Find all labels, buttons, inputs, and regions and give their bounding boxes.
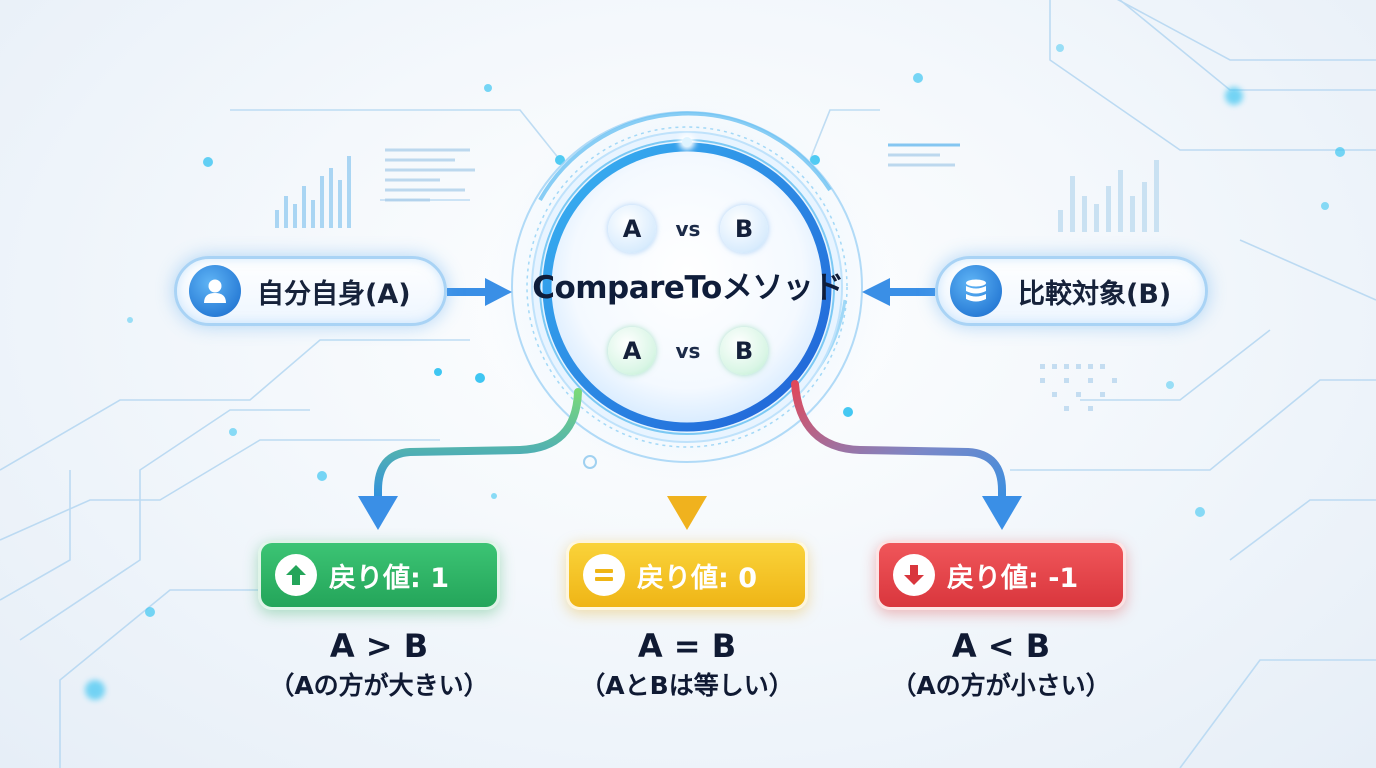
down-arrow-icon: [893, 554, 935, 596]
up-arrow-icon: [275, 554, 317, 596]
equals-icon: [583, 554, 625, 596]
vs-label: vs: [675, 217, 701, 241]
deco-dot-grid: [1040, 364, 1117, 411]
result-badge-greater: 戻り値: 1: [258, 540, 500, 610]
relation-label: A = B: [637, 627, 737, 665]
return-value-label: 戻り値: 1: [329, 562, 449, 594]
relation-label: A < B: [951, 627, 1051, 665]
hub-top-pair: A vs B: [608, 204, 768, 254]
arrow-to-equal: [667, 424, 707, 530]
operand-a-bubble: A: [608, 327, 656, 375]
result-badge-equal: 戻り値: 0: [566, 540, 808, 610]
arrow-b-to-hub: [862, 278, 935, 306]
operand-b-bubble: B: [719, 205, 768, 253]
deco-bars-right: [1058, 160, 1159, 232]
return-value-label: 戻り値: 0: [637, 562, 757, 594]
arrow-to-less: [791, 380, 1022, 530]
arrow-a-to-hub: [447, 278, 512, 306]
return-value-label: 戻り値: -1: [947, 562, 1079, 594]
result-description-less: A < B （Aの方が小さい）: [861, 624, 1141, 704]
input-b-label: 比較対象(B): [1018, 278, 1172, 310]
hub-title: CompareToメソッド: [532, 270, 844, 306]
hub-bottom-pair: A vs B: [608, 326, 768, 376]
deco-text-lines: [385, 143, 960, 202]
result-description-equal: A = B （AとBは等しい）: [547, 624, 827, 704]
input-a-node: 自分自身(A): [174, 256, 447, 326]
result-description-greater: A > B （Aの方が大きい）: [239, 624, 519, 704]
operand-b-bubble: B: [719, 327, 768, 375]
vs-label: vs: [675, 339, 701, 363]
input-b-node: 比較対象(B): [935, 256, 1208, 326]
relation-note: （Aの方が大きい）: [269, 671, 489, 700]
input-a-label: 自分自身(A): [257, 278, 411, 310]
database-icon: [950, 265, 1002, 317]
user-icon: [189, 265, 241, 317]
result-badge-less: 戻り値: -1: [876, 540, 1126, 610]
deco-bars-left: [275, 156, 351, 228]
relation-label: A > B: [329, 627, 429, 665]
relation-note: （AとBは等しい）: [580, 671, 794, 700]
arrow-to-greater: [358, 388, 582, 530]
relation-note: （Aの方が小さい）: [891, 671, 1111, 700]
operand-a-bubble: A: [608, 205, 656, 253]
